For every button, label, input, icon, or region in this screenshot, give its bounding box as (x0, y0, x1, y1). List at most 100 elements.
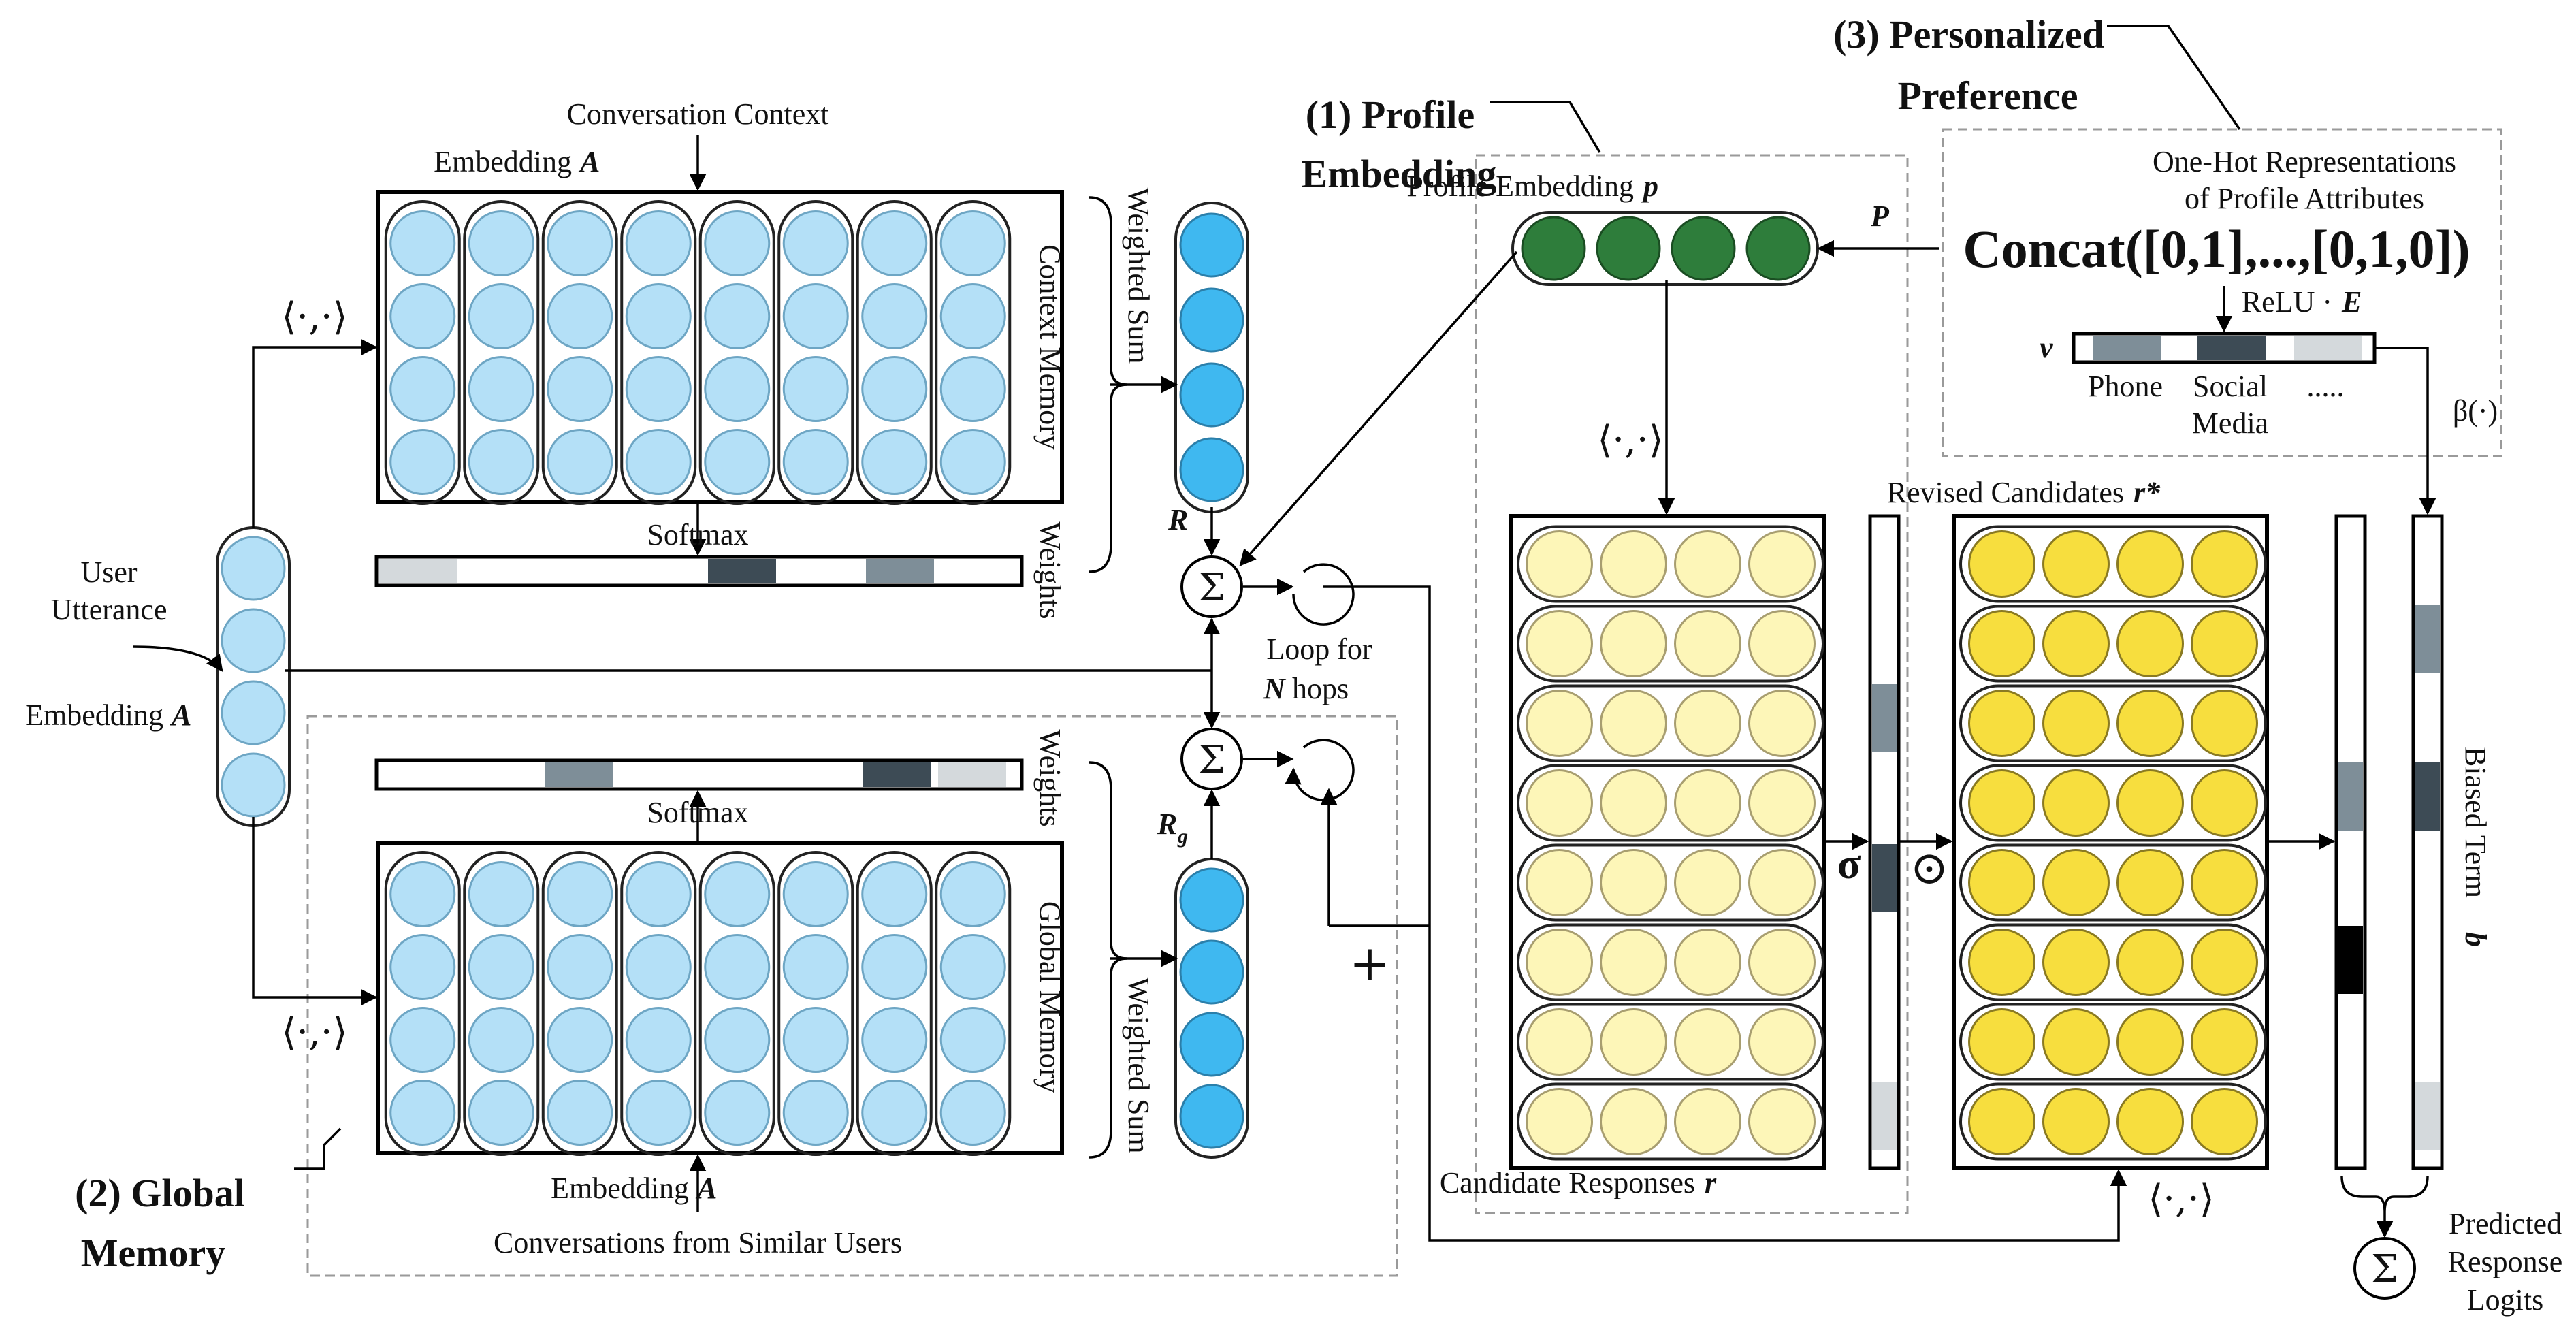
memory-column (777, 851, 854, 1156)
conversation-context-label: Conversation Context (567, 97, 829, 131)
candidate-cell (1526, 1088, 1593, 1155)
candidate-cell (1674, 530, 1741, 598)
global-memory-cells (384, 851, 1012, 1156)
vector-cell (221, 680, 286, 745)
candidate-cell (1600, 610, 1667, 677)
candidate-cell (1674, 849, 1741, 916)
candidate-cell (1526, 769, 1593, 837)
memory-cell (468, 1080, 534, 1146)
softmax-top-label: Softmax (647, 518, 748, 551)
response-score-segments (2338, 762, 2363, 994)
candidate-cell (1600, 690, 1667, 757)
candidate-cell (1968, 1088, 2035, 1155)
candidate-cell (1674, 769, 1741, 837)
global-memory-frame (376, 841, 1064, 1155)
memory-cell (782, 210, 849, 276)
memory-cell (625, 861, 692, 927)
memory-cell (861, 283, 928, 349)
candidate-cell (1526, 1008, 1593, 1076)
candidate-response-cells (1517, 525, 1824, 1161)
vector-cell (1521, 216, 1586, 281)
candidate-cell (1748, 610, 1816, 677)
memory-cell (468, 210, 534, 276)
sum-circle-logits (2353, 1237, 2416, 1300)
revised-candidate-cells (1959, 525, 2267, 1161)
memory-column (463, 851, 540, 1156)
vector-cell (1179, 362, 1244, 428)
candidate-cell (2191, 849, 2258, 916)
weighted-sum-top-vector (1174, 202, 1249, 513)
memory-cell (782, 1080, 849, 1146)
candidate-cell (2042, 690, 2110, 757)
personalized-preference-region (1942, 128, 2502, 457)
candidate-cell (2191, 530, 2258, 598)
profile-embedding-p-var: p (1641, 170, 1658, 203)
candidate-row (1959, 684, 2267, 762)
candidate-cell (1526, 849, 1593, 916)
bar-segment (2338, 762, 2363, 831)
sum-top-symbol: Σ (1198, 566, 1225, 610)
candidate-cell (2116, 929, 2184, 996)
candidate-row (1517, 843, 1824, 922)
p-matrix-var: P (1870, 199, 1890, 233)
gate-vector-segments (1872, 684, 1897, 1150)
context-memory-cells (384, 200, 1012, 505)
biased-term-label: Biased Term (2459, 747, 2492, 898)
global-memory-region (306, 715, 1398, 1277)
bar-segment (708, 559, 776, 583)
vector-cell (1745, 216, 1811, 281)
candidate-cell (2116, 1008, 2184, 1076)
sum-circle-bottom (1180, 728, 1243, 790)
memory-cell (939, 861, 1006, 927)
embedding-a-left-var: A (170, 698, 191, 732)
candidate-cell (1748, 769, 1816, 837)
revised-candidates-label: Revised Candidates (1887, 476, 2124, 509)
memory-column (698, 200, 775, 505)
memory-column (856, 200, 933, 505)
candidate-cell (2191, 610, 2258, 677)
memory-column (856, 851, 933, 1156)
memory-cell (939, 429, 1006, 495)
candidate-cell (1674, 690, 1741, 757)
memory-cell (782, 356, 849, 422)
candidate-cell (2042, 610, 2110, 677)
candidate-cell (2116, 690, 2184, 757)
weights-top-label: Weights (1033, 521, 1067, 619)
global-weight-segments (545, 762, 1006, 787)
memory-cell (625, 1080, 692, 1146)
memory-cell (468, 283, 534, 349)
memory-column (384, 200, 461, 505)
bar-segment (379, 559, 457, 583)
vector-cell (1179, 437, 1244, 502)
memory-cell (547, 283, 613, 349)
bar-segment (2338, 926, 2363, 994)
vector-cell (1596, 216, 1661, 281)
candidate-row (1959, 843, 2267, 922)
bar-segment (2197, 336, 2266, 360)
softmax-bottom-label: Softmax (647, 796, 748, 829)
memory-cell (782, 283, 849, 349)
memory-cell (939, 1080, 1006, 1146)
loop-arc-top (1292, 563, 1355, 626)
odot-symbol: ⊙ (1910, 841, 1949, 895)
user-utterance-vector (216, 526, 291, 827)
one-hot-label-1: One-Hot Representations (2153, 145, 2456, 178)
relu-e-label: ReLU · (2242, 285, 2332, 319)
memory-cell (625, 1007, 692, 1073)
memory-cell (547, 1007, 613, 1073)
context-weight-segments (379, 559, 934, 583)
vector-cell (1179, 1084, 1244, 1149)
memory-cell (547, 934, 613, 1000)
memory-cell (704, 861, 771, 927)
predicted-label-3: Logits (2467, 1283, 2543, 1317)
rg-var: R (1157, 807, 1177, 841)
candidate-cell (2191, 769, 2258, 837)
inner-product-profile-symbol: ⟨·,·⟩ (1597, 418, 1663, 462)
candidate-cell (1526, 610, 1593, 677)
memory-column (384, 851, 461, 1156)
bar-segment (2294, 336, 2362, 360)
memory-cell (939, 934, 1006, 1000)
memory-cell (389, 283, 456, 349)
profile-title-2: Embedding (1302, 152, 1497, 196)
